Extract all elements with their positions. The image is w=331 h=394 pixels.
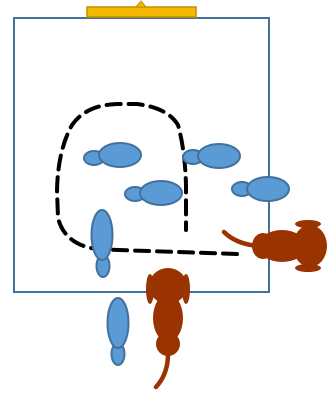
feeder-spout <box>134 0 148 8</box>
mouse-icon <box>231 176 290 202</box>
mouse-icon <box>124 180 183 206</box>
mouse-icon <box>106 297 130 366</box>
mouse-icon <box>182 143 241 169</box>
dashed-path <box>54 102 239 256</box>
cat-icon <box>146 268 190 390</box>
cat-icon <box>221 220 327 272</box>
feeder-tray <box>86 6 197 18</box>
mouse-icon <box>83 142 142 168</box>
mouse-icon <box>90 209 114 278</box>
feeder <box>86 0 197 18</box>
